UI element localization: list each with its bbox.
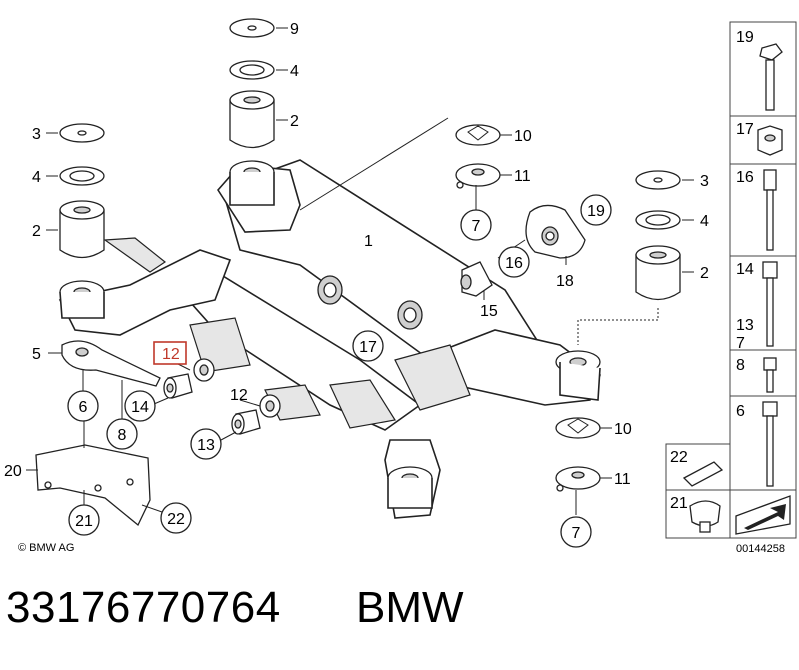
differential-mounts xyxy=(299,117,586,300)
stack-right-top xyxy=(455,124,512,210)
label-4: 4 xyxy=(290,63,299,80)
copyright-text: © BMW AG xyxy=(18,542,74,554)
part-2-bushing xyxy=(229,99,275,149)
bolt-16-icon xyxy=(763,169,777,251)
part-2-bushing xyxy=(635,254,681,301)
label-3: 3 xyxy=(700,173,709,190)
label-8: 8 xyxy=(118,427,127,444)
label-18: 18 xyxy=(556,273,574,290)
panel-label-21: 21 xyxy=(670,495,688,512)
bolt-8-icon xyxy=(763,357,777,393)
label-15: 15 xyxy=(480,303,498,320)
panel-label-14: 14 xyxy=(736,261,754,278)
left-bracket-parts xyxy=(26,340,163,527)
stack-front-left xyxy=(229,18,288,149)
label-21: 21 xyxy=(75,513,93,530)
label-2: 2 xyxy=(700,265,709,282)
bolt-19-icon xyxy=(759,43,783,111)
bushing-parts xyxy=(153,358,281,441)
label-4: 4 xyxy=(700,213,709,230)
label-7: 7 xyxy=(472,218,481,235)
label-1: 1 xyxy=(364,233,373,250)
label-6: 6 xyxy=(79,399,88,416)
label-9: 9 xyxy=(290,21,299,38)
part-number: 33176770764 xyxy=(6,583,281,632)
bolt-6-icon xyxy=(762,401,778,487)
part-2-bushing xyxy=(59,209,105,259)
hardware-side-panel: 19 17 16 14 13 7 8 6 22 21 xyxy=(665,21,797,539)
panel-label-16: 16 xyxy=(736,169,754,186)
label-2: 2 xyxy=(32,223,41,240)
label-22: 22 xyxy=(167,511,185,528)
label-5: 5 xyxy=(32,346,41,363)
part-10-plate xyxy=(555,417,601,439)
label-13: 13 xyxy=(197,437,215,454)
label-17: 17 xyxy=(359,339,377,356)
label-10: 10 xyxy=(614,421,632,438)
label-19: 19 xyxy=(587,203,605,220)
stack-right-bottom xyxy=(555,417,612,515)
part-20-heatshield xyxy=(35,444,151,527)
circled-labels: 7 19 16 17 6 8 14 13 7 21 22 xyxy=(67,194,612,548)
label-12-highlight: 12 xyxy=(162,346,180,363)
panel-label-17: 17 xyxy=(736,121,754,138)
bolt-14-icon xyxy=(762,261,778,347)
label-14: 14 xyxy=(131,399,149,416)
panel-label-7: 7 xyxy=(736,335,745,352)
label-4: 4 xyxy=(32,169,41,186)
stack-right xyxy=(577,170,694,345)
panel-label-19: 19 xyxy=(736,29,754,46)
nut-17-icon xyxy=(757,125,783,156)
brand-name: BMW xyxy=(356,583,464,632)
panel-label-13: 13 xyxy=(736,317,754,334)
label-12: 12 xyxy=(230,387,248,404)
arrow-icon xyxy=(735,495,791,535)
image-code: 00144258 xyxy=(736,543,785,555)
plug-21-icon xyxy=(689,500,721,533)
label-3: 3 xyxy=(32,126,41,143)
label-11: 11 xyxy=(614,471,631,488)
label-10: 10 xyxy=(514,128,532,145)
stack-rear-left xyxy=(46,123,105,259)
label-2: 2 xyxy=(290,113,299,130)
plain-labels: 9 4 2 3 4 2 10 11 1 18 3 4 2 15 5 12 10 … xyxy=(4,21,709,488)
label-11: 11 xyxy=(514,168,531,185)
part-5-bracket xyxy=(61,340,161,387)
rear-axle-subframe xyxy=(58,159,601,519)
panel-label-6: 6 xyxy=(736,403,745,420)
label-20: 20 xyxy=(4,463,22,480)
clip-22-icon xyxy=(682,461,724,487)
label-16: 16 xyxy=(505,255,523,272)
highlighted-part-callout[interactable]: 12 xyxy=(153,341,187,365)
label-7: 7 xyxy=(572,525,581,542)
panel-label-22: 22 xyxy=(670,449,688,466)
part-10-plate xyxy=(455,124,501,146)
panel-label-8: 8 xyxy=(736,357,745,374)
